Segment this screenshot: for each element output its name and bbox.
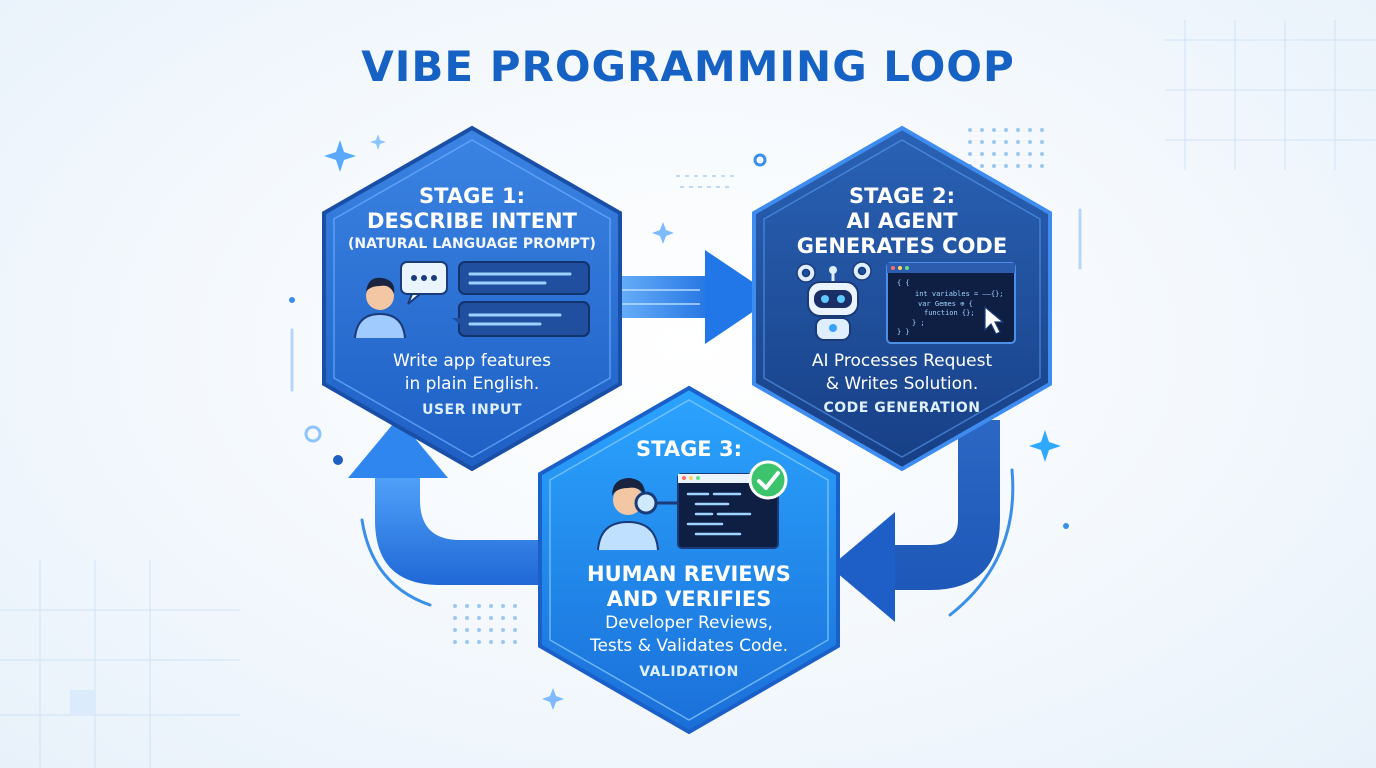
stage1-desc-line2: in plain English. — [404, 374, 540, 394]
stage1-tag: USER INPUT — [422, 402, 522, 418]
stage2-title-line1: AI AGENT — [846, 209, 958, 233]
stage3-title-line2: AND VERIFIES — [606, 587, 772, 611]
stage2-description: AI Processes Request & Writes Solution. — [752, 350, 1052, 396]
code-line-4: function {}; — [924, 309, 975, 317]
stage1-description: Write app features in plain English. — [322, 350, 622, 396]
code-line-5: } ; — [912, 319, 925, 327]
stage2-header: STAGE 2: AI AGENT GENERATES CODE — [752, 184, 1052, 259]
stage1-desc-line1: Write app features — [393, 351, 551, 371]
stage3-desc-line2: Tests & Validates Code. — [589, 636, 789, 656]
stage2-tag: CODE GENERATION — [823, 400, 981, 416]
cursor-icon — [984, 305, 1005, 335]
code-line-2: int variables = ——{}; — [915, 290, 1004, 298]
ring-decoration — [289, 153, 1082, 529]
stage2-title-line2: GENERATES CODE — [796, 234, 1008, 258]
chat-bubble-icon — [400, 261, 448, 305]
stage3-tag: VALIDATION — [639, 664, 739, 680]
page-title: VIBE PROGRAMMING LOOP — [361, 42, 1015, 91]
prompt-message-2 — [452, 301, 590, 337]
dot-grid-decoration — [453, 128, 1044, 644]
code-window-icon — [677, 473, 779, 549]
stage1-hexagon — [322, 125, 622, 472]
stage1-subtitle: (NATURAL LANGUAGE PROMPT) — [348, 236, 596, 252]
code-line-6: } } — [897, 328, 910, 336]
checkmark-icon — [748, 460, 788, 500]
robot-icon — [807, 266, 859, 341]
code-editor-icon: { { int variables = ——{}; var Gemes ⊕ { … — [886, 262, 1016, 344]
magnifier-icon — [634, 491, 680, 515]
stage3-header: HUMAN REVIEWS AND VERIFIES — [539, 562, 839, 612]
stage3-title-line1: HUMAN REVIEWS — [587, 562, 791, 586]
prompt-message-1 — [458, 261, 590, 295]
stage3-desc-line1: Developer Reviews, — [605, 613, 773, 633]
decor-square — [70, 690, 94, 714]
code-line-1: { { — [897, 279, 910, 287]
stage1-number: STAGE 1: — [419, 184, 525, 208]
user-icon — [354, 277, 406, 339]
arrow-stage3-to-stage1 — [348, 418, 560, 607]
stage2-desc-line2: & Writes Solution. — [825, 374, 979, 394]
stage3-number: STAGE 3: — [636, 437, 742, 461]
code-line-3: var Gemes ⊕ { — [918, 300, 973, 308]
stage1-title: DESCRIBE INTENT — [367, 209, 577, 233]
stage1-header: STAGE 1: DESCRIBE INTENT (NATURAL LANGUA… — [322, 184, 622, 254]
background-decoration — [0, 20, 1376, 768]
stage2-number: STAGE 2: — [849, 184, 955, 208]
stage2-desc-line1: AI Processes Request — [811, 351, 993, 371]
stage3-description: Developer Reviews, Tests & Validates Cod… — [539, 612, 839, 658]
sparkle-decoration — [324, 134, 1061, 710]
arrow-stage2-to-stage3 — [830, 420, 1015, 622]
gear-icon — [796, 261, 872, 283]
